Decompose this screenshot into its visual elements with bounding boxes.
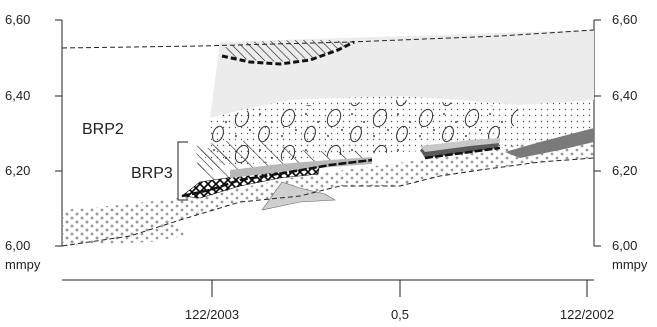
- left-axis: 6,60 6,40 6,20 6,00 mmpy: [5, 12, 63, 272]
- right-tick-label: 6,00: [612, 238, 637, 253]
- right-axis-unit: mmpy: [612, 257, 648, 272]
- base-thick-line-right: [424, 146, 501, 160]
- left-tick-label: 6,60: [5, 12, 30, 27]
- right-axis: 6,60 6,40 6,20 6,00 mmpy: [593, 12, 648, 272]
- right-tick-label: 6,20: [612, 163, 637, 178]
- brp3-label: BRP3: [131, 165, 173, 182]
- right-tick-label: 6,60: [612, 12, 637, 27]
- upper-boundary-line: [61, 29, 595, 49]
- bottom-label: 122/2002: [560, 307, 614, 322]
- base-thick-line: [181, 158, 373, 198]
- bottom-label: 122/2003: [185, 307, 239, 322]
- brp3-bracket: [177, 141, 188, 201]
- top-hatched-lens: [222, 40, 350, 62]
- left-tick-label: 6,00: [5, 238, 30, 253]
- dense-hatched-layer: [196, 146, 235, 170]
- left-tick-label: 6,20: [5, 163, 30, 178]
- left-axis-unit: mmpy: [5, 257, 41, 272]
- brp2-label: BRP2: [82, 121, 124, 138]
- grey-gravel-strip: [230, 157, 372, 178]
- grey-strip-right: [420, 138, 500, 152]
- bottom-label: 0,5: [391, 307, 409, 322]
- left-tick-label: 6,40: [5, 88, 30, 103]
- left-dotted-wedge: [62, 210, 190, 246]
- top-lens-outline: [221, 40, 355, 66]
- right-tick-label: 6,40: [612, 88, 637, 103]
- dark-strip-right: [505, 128, 594, 158]
- bottom-axis: 122/2003 0,5 122/2002: [62, 279, 614, 322]
